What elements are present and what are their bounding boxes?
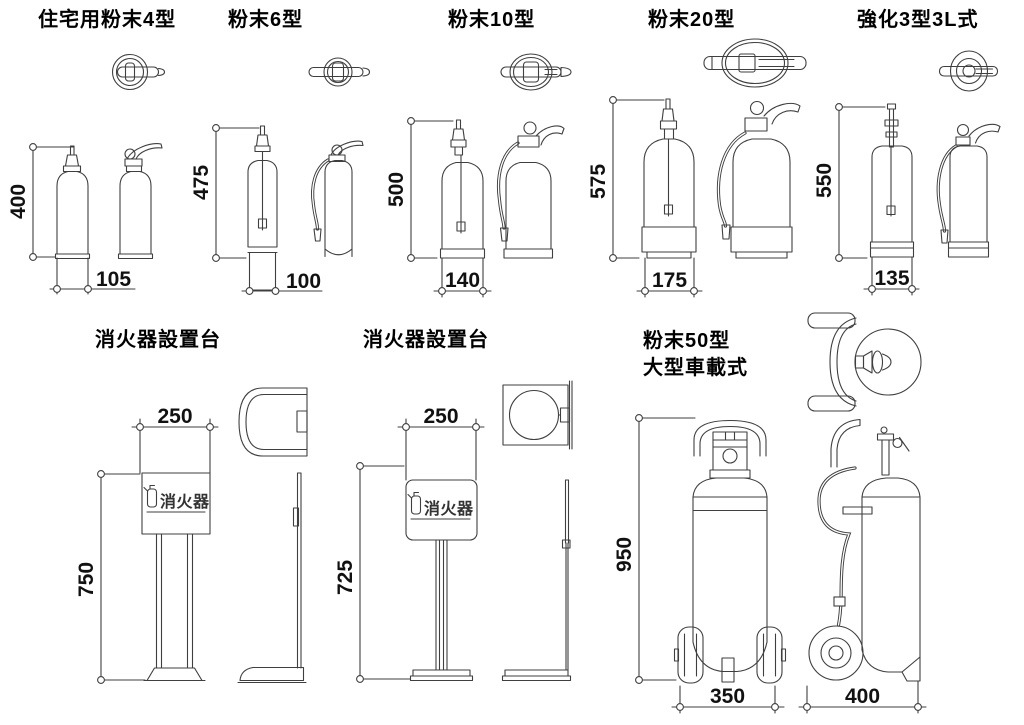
section-title: 消火器設置台 <box>363 327 489 351</box>
width-dimension: 250 <box>131 405 219 474</box>
height-dim-label: 725 <box>334 560 357 595</box>
top-view <box>807 312 922 412</box>
section-title: 粉末20型 <box>648 7 735 31</box>
width-dim-label: 140 <box>445 269 480 292</box>
front-width-dimension: 350 <box>671 685 785 714</box>
height-dim-label: 400 <box>7 184 30 219</box>
sign-label: 消火器 <box>424 499 474 518</box>
extinguisher-pictogram <box>407 491 422 515</box>
section-title: 強化3型3L式 <box>857 7 978 31</box>
height-dimension: 550 <box>813 103 886 262</box>
top-view <box>238 387 308 457</box>
front-wheels <box>673 626 787 684</box>
top-view <box>502 380 573 450</box>
height-dim-label: 550 <box>813 163 836 198</box>
height-dim-label: 475 <box>190 165 213 200</box>
height-dimension: 725 <box>334 462 411 683</box>
height-dimension: 750 <box>75 470 146 684</box>
height-dim-label: 950 <box>613 537 636 572</box>
section-powder-10: 粉末10型 <box>385 7 572 298</box>
side-view <box>117 143 163 260</box>
extinguisher-pictogram <box>143 484 158 508</box>
side-width-dimension: 400 <box>798 680 927 714</box>
section-title-line1: 粉末50型 <box>643 328 730 352</box>
width-dimension: 175 <box>636 257 703 298</box>
section-title: 住宅用粉末4型 <box>38 7 176 31</box>
side-view <box>936 123 1001 258</box>
top-view <box>111 53 166 91</box>
top-view <box>938 50 999 92</box>
side-width-dim-label: 400 <box>845 685 880 708</box>
section-reinforced-3l: 強化3型3L式 <box>813 7 1001 296</box>
side-view <box>808 418 921 682</box>
section-stand-2: 消火器設置台 250 725 消火器 <box>334 327 573 683</box>
section-title: 粉末10型 <box>448 7 535 31</box>
height-dim-label: 575 <box>587 164 610 199</box>
width-dimension: 100 <box>241 270 323 295</box>
width-dimension: 140 <box>433 257 492 298</box>
section-powder-50-cart: 粉末50型 大型車載式 950 <box>613 312 927 714</box>
section-powder-20: 粉末20型 <box>587 7 807 298</box>
width-dim-label: 135 <box>874 267 909 290</box>
width-dimension: 250 <box>397 405 485 481</box>
height-dim-label: 500 <box>385 172 408 207</box>
front-view <box>439 119 486 259</box>
section-powder-6: 粉末6型 <box>190 7 371 295</box>
height-dimension: 575 <box>587 96 665 262</box>
top-view <box>703 38 807 88</box>
width-dim-label: 250 <box>157 405 192 428</box>
section-title: 消火器設置台 <box>95 327 221 351</box>
front-view <box>54 145 91 260</box>
top-view <box>500 53 572 91</box>
section-residential-powder-4: 住宅用粉末4型 400 <box>7 7 176 295</box>
front-view <box>869 103 915 258</box>
front-width-dim-label: 350 <box>710 685 745 708</box>
width-dim-label: 100 <box>286 270 321 293</box>
width-dimension: 135 <box>863 256 920 296</box>
front-view <box>247 125 278 291</box>
side-wheel <box>808 625 864 681</box>
side-view <box>237 472 307 684</box>
sign-label: 消火器 <box>160 492 210 511</box>
valve-assembly <box>876 426 910 476</box>
section-title-line2: 大型車載式 <box>643 355 748 379</box>
top-view <box>308 57 371 87</box>
height-dim-label: 750 <box>75 562 98 597</box>
front-view: 消火器 <box>405 479 478 682</box>
front-view <box>641 98 697 259</box>
side-view <box>496 121 565 259</box>
height-dimension: 950 <box>613 414 696 684</box>
section-title: 粉末6型 <box>228 7 303 31</box>
width-dimension: 105 <box>49 257 136 295</box>
width-dim-label: 105 <box>96 268 131 291</box>
height-dimension: 500 <box>385 117 454 262</box>
width-dim-label: 175 <box>652 269 687 292</box>
section-stand-1: 消火器設置台 250 750 消火器 <box>75 327 308 684</box>
side-view <box>501 479 572 682</box>
side-view <box>716 100 801 259</box>
height-dimension: 400 <box>7 143 75 261</box>
side-view <box>311 140 364 258</box>
front-view: 消火器 <box>141 472 211 682</box>
width-dim-label: 250 <box>423 405 458 428</box>
height-dimension: 475 <box>190 124 260 262</box>
front-view <box>673 419 787 684</box>
